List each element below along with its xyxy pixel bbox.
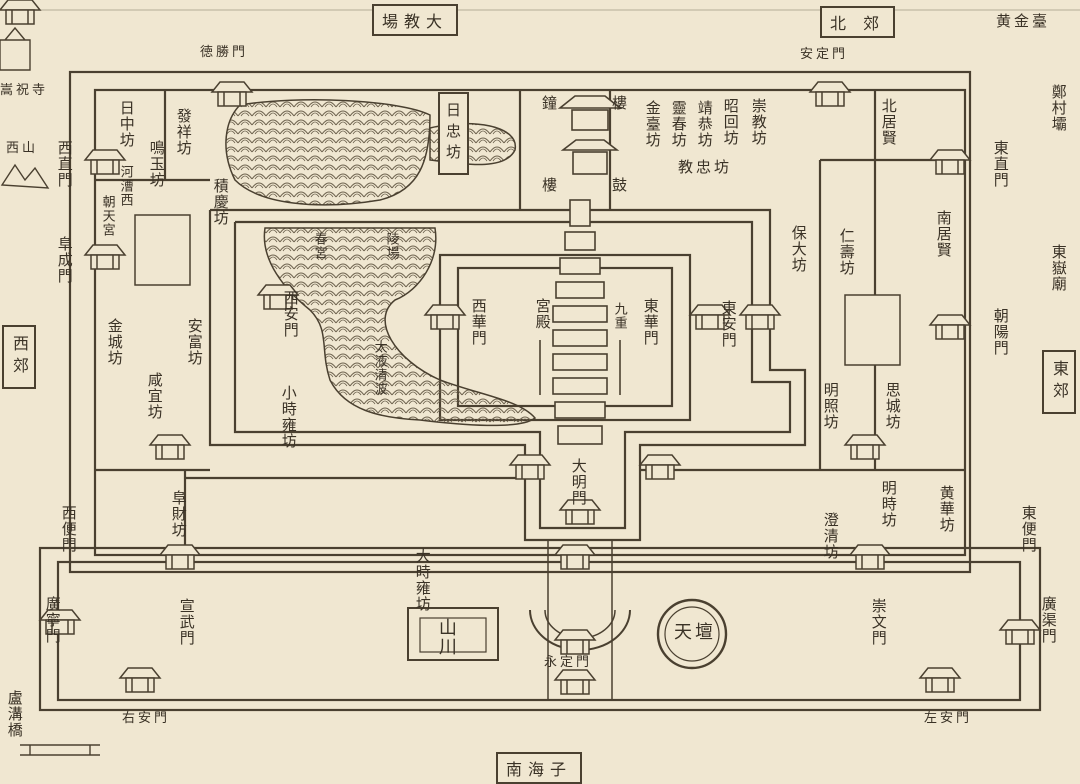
gate-xianmen: 西安門: [281, 290, 300, 338]
gate-deshengmen: 徳勝門: [200, 45, 249, 60]
ward-rixin: 日中坊: [117, 100, 136, 148]
label-nanhaizi: 南海子: [496, 752, 583, 784]
label-tower-2: 樓: [542, 176, 561, 194]
gate-chaoyangmen: 朝陽門: [991, 308, 1010, 356]
ward-renshou: 仁壽坊: [837, 228, 856, 276]
label-zhengcunba: 鄭村壩: [1049, 84, 1068, 132]
ward-faxiang: 發祥坊: [174, 108, 193, 156]
gate-damingmen: 大明門: [569, 458, 588, 506]
label-drum: 鼓: [612, 176, 631, 194]
ward-beijuxian: 北居賢: [879, 98, 898, 146]
label-shanchuan: 山川: [435, 618, 457, 656]
ward-baoda: 保大坊: [789, 225, 808, 273]
ward-jiaozhong: 教忠坊: [678, 158, 733, 176]
gate-andingmen: 安定門: [800, 47, 849, 62]
label-dongyuemiao: 東嶽廟: [1049, 244, 1068, 292]
ward-mingyu: 鳴玉坊: [147, 140, 166, 188]
ward-xiaoshiyong: 小時雍坊: [279, 385, 298, 449]
gate-guangqumen: 廣渠門: [1039, 596, 1058, 644]
ward-zhaotian: 朝天宮: [99, 195, 115, 237]
ward-mingshi: 明時坊: [879, 480, 898, 528]
gate-xizhimen: 西直門: [55, 140, 74, 188]
ward-jintai: 金臺坊: [643, 100, 662, 148]
label-west-suburb: 西郊: [2, 325, 36, 389]
ward-jiqing: 積慶坊: [211, 178, 230, 226]
gate-guanganmen: 廣寧門: [43, 596, 62, 644]
label-xishan: 西山: [6, 141, 39, 156]
ward-anfu: 安富坊: [185, 318, 204, 366]
gate-dongzhimen: 東直門: [991, 140, 1010, 188]
label-tower-1: 樓: [612, 94, 631, 112]
ward-mingzhao: 明照坊: [821, 382, 840, 430]
ward-fucai: 阜財坊: [169, 490, 188, 538]
gate-donganmen: 東安門: [719, 300, 738, 348]
ward-nanjuxian: 南居賢: [934, 210, 953, 258]
label-north-suburb: 北 郊: [820, 6, 896, 38]
label-bell: 鐘: [542, 94, 561, 112]
north-lake: [225, 99, 431, 206]
gate-dongbianmen: 東便門: [1019, 505, 1038, 553]
label-jiuchong: 九重: [611, 302, 627, 330]
label-gongdian: 宮殿: [533, 298, 552, 330]
gate-fuchengmen: 阜成門: [55, 236, 74, 284]
gate-chongwenmen: 崇文門: [869, 598, 888, 646]
ward-jinggong: 靖恭坊: [695, 100, 714, 148]
ward-lingchun: 靈春坊: [669, 100, 688, 148]
inner-city-wall-outer: [68, 70, 972, 574]
label-tiantan: 天壇: [674, 622, 716, 643]
gate-xibianmen: 西便門: [59, 505, 78, 553]
gate-zuoanmen: 左安門: [924, 711, 973, 726]
forbidden-city-wall: [438, 253, 692, 422]
ward-xianyi: 咸宜坊: [145, 372, 164, 420]
taiye-lake: [263, 227, 537, 427]
gate-donghuamen: 東華門: [641, 298, 660, 346]
ward-zhaohui: 昭回坊: [721, 98, 740, 146]
label-dajiaochang: 場教大: [372, 4, 459, 36]
gate-xuanwumen: 宣武門: [177, 598, 196, 646]
label-lingchang: 陵場: [383, 232, 399, 260]
label-huangjintai: 黄金臺: [996, 12, 1051, 30]
ward-rizhong: 日忠坊: [438, 92, 469, 175]
gate-youanmen: 右安門: [122, 711, 171, 726]
ward-chengqing: 澄清坊: [821, 512, 840, 560]
ward-hecao: 河漕西: [117, 165, 133, 207]
ward-huanghua: 黄華坊: [937, 485, 956, 533]
label-chungong: 春宮: [311, 232, 327, 260]
ward-dashiyong: 大時雍坊: [413, 548, 432, 612]
label-lugouqiao: 盧溝橋: [5, 690, 24, 738]
label-east-suburb: 東郊: [1042, 350, 1076, 414]
ward-jincheng: 金城坊: [105, 318, 124, 366]
label-top-left-temple: 嵩祝寺: [0, 83, 49, 98]
label-taiye: 太液清波: [371, 340, 387, 396]
ward-sicheng: 思城坊: [883, 382, 902, 430]
ward-chongjiao: 崇教坊: [749, 98, 768, 146]
gate-xihuamen: 西華門: [469, 298, 488, 346]
gate-yongdingmen: 永定門: [544, 655, 593, 670]
